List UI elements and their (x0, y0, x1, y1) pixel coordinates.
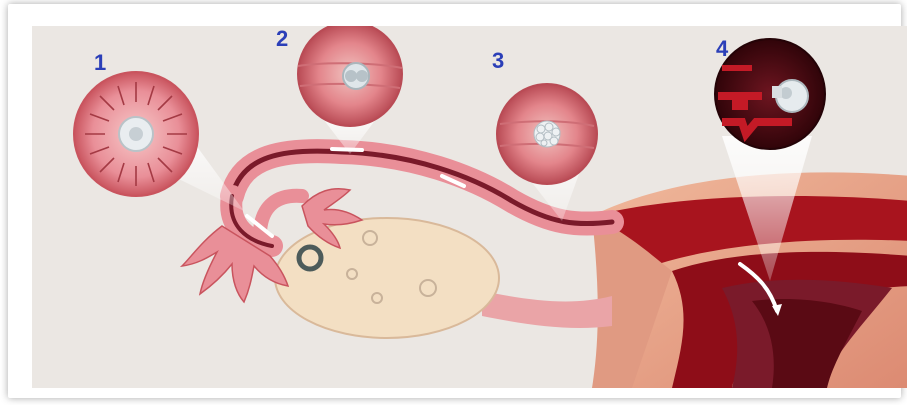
stage-1-label: 1 (94, 50, 106, 75)
figure-frame: 1 2 3 4 (8, 4, 901, 398)
stage-4-magnified-view (715, 39, 825, 149)
stage-4-label: 4 (716, 36, 729, 61)
stage-3-magnified-view (497, 84, 597, 184)
two-cell-embryo-icon (343, 63, 369, 89)
fertilization-diagram: 1 2 3 4 (32, 26, 907, 388)
stage-2-magnified-view (298, 26, 402, 126)
stage-1-magnified-view (74, 72, 198, 196)
stage-2-label: 2 (276, 26, 288, 51)
diagram-svg: 1 2 3 4 (32, 26, 907, 388)
morula-icon (534, 121, 560, 147)
stage-3-label: 3 (492, 48, 504, 73)
